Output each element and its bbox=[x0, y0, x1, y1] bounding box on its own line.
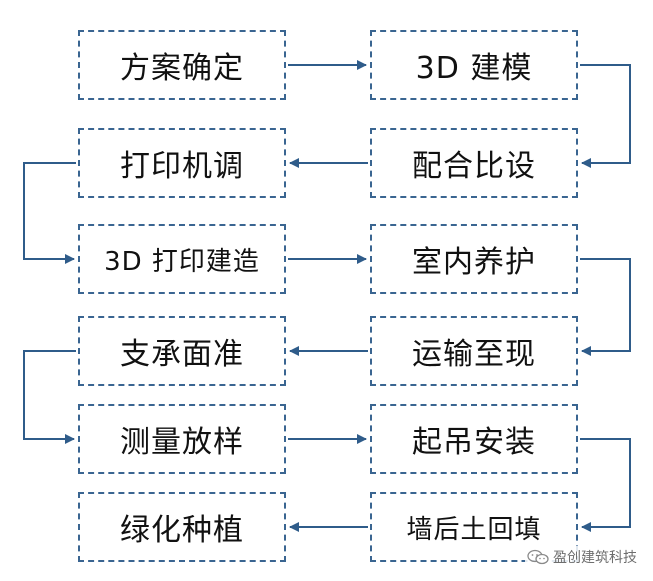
step-scheme-confirm: 方案确定 bbox=[78, 30, 286, 100]
step-3d-print-build: 3D 打印建造 bbox=[78, 224, 286, 294]
step-support-prep: 支承面准 bbox=[78, 316, 286, 386]
arrow-10-12 bbox=[580, 438, 631, 532]
arrow-2-4 bbox=[580, 64, 631, 168]
watermark: 盈创建筑科技 bbox=[525, 546, 639, 568]
step-3d-modeling: 3D 建模 bbox=[370, 30, 578, 100]
arrow-6-8 bbox=[580, 258, 631, 356]
watermark-text: 盈创建筑科技 bbox=[553, 550, 637, 566]
step-greening-planting: 绿化种植 bbox=[78, 492, 286, 562]
step-transport-site: 运输至现 bbox=[370, 316, 578, 386]
step-survey-layout: 测量放样 bbox=[78, 404, 286, 474]
step-indoor-curing: 室内养护 bbox=[370, 224, 578, 294]
arrow-3-5 bbox=[23, 162, 76, 264]
step-hoist-install: 起吊安装 bbox=[370, 404, 578, 474]
wechat-icon bbox=[527, 549, 549, 565]
step-mix-design: 配合比设 bbox=[370, 128, 578, 198]
arrow-7-9 bbox=[23, 350, 76, 444]
step-printer-adjust: 打印机调 bbox=[78, 128, 286, 198]
